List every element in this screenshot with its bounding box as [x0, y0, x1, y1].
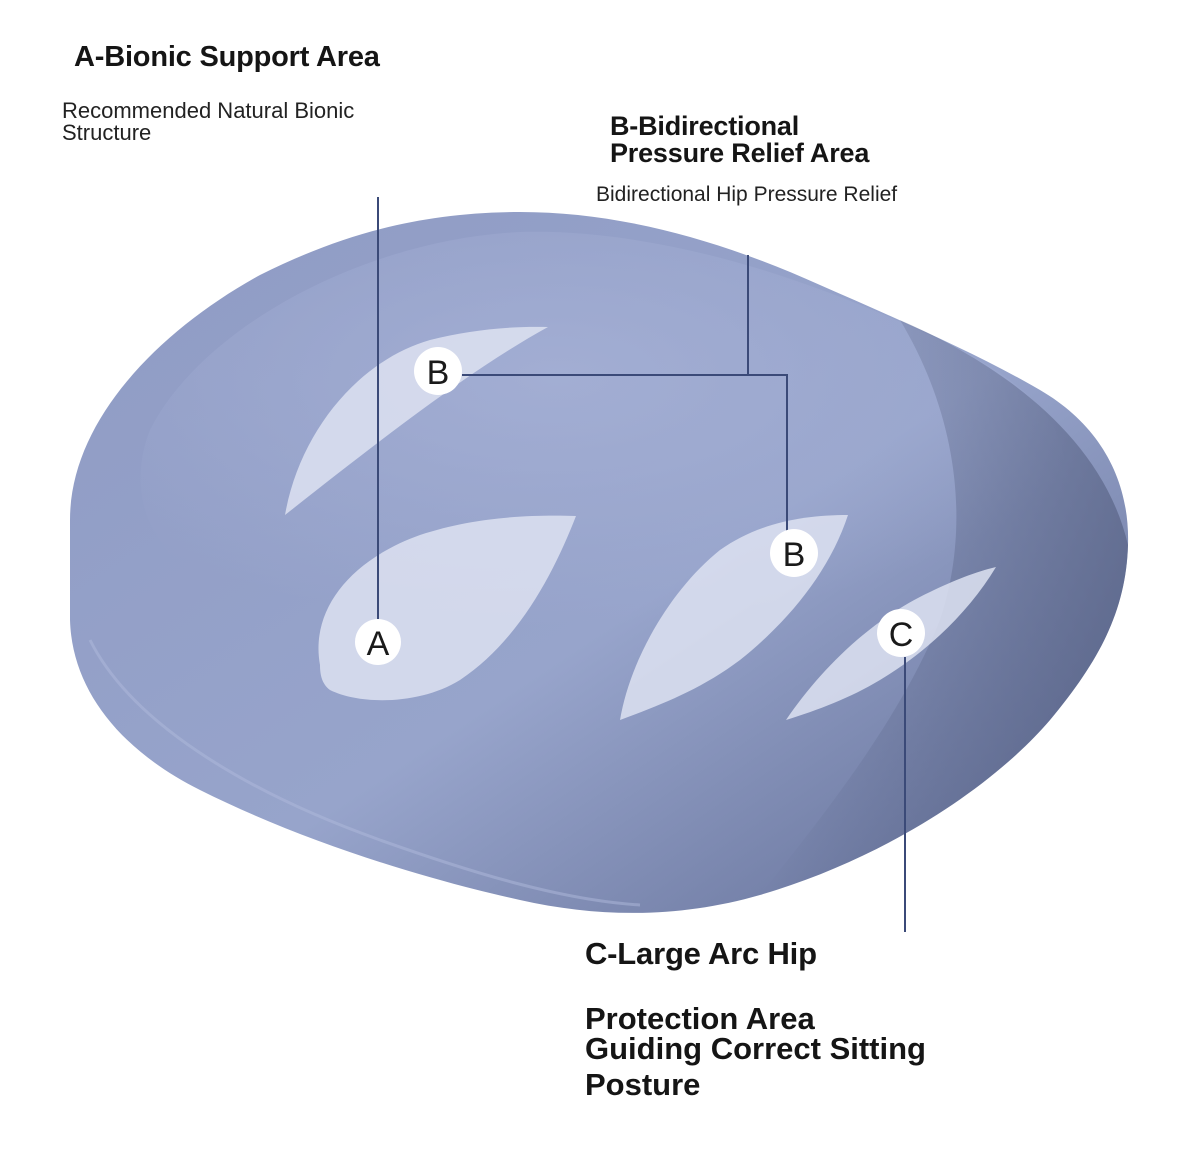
cushion-front-edge: [88, 639, 641, 907]
area-b-title-line1: B-Bidirectional: [610, 111, 800, 141]
marker-b-lower-circle: [770, 529, 818, 577]
area-a-description: Recommended Natural Bionic Structure: [62, 98, 355, 145]
marker-a: A: [355, 619, 401, 665]
area-c-description: Protection Area Guiding Correct Sitting …: [585, 1001, 985, 1105]
marker-a-circle: [355, 619, 401, 665]
area-b-label: B-Bidirectional Pressure Relief Area: [610, 113, 930, 167]
area-a-title: A-Bionic Support Area: [74, 41, 380, 73]
area-c-label: C-Large Arc Hip: [585, 935, 985, 973]
marker-c-label: C: [889, 616, 914, 654]
area-a-label: A-Bionic Support Area: [74, 40, 434, 74]
marker-b-upper-circle: [414, 347, 462, 395]
seat-cushion: [70, 212, 1129, 913]
leader-lines: [377, 197, 906, 932]
marker-b-upper-label: B: [427, 354, 450, 392]
marker-a-label: A: [367, 625, 390, 663]
area-b-title-line2: Pressure Relief Area: [610, 138, 870, 168]
area-c-title-line1: C-Large Arc Hip: [585, 936, 817, 971]
area-c-title-line2: Protection Area: [585, 1001, 815, 1036]
marker-c-circle: [877, 609, 925, 657]
leader-line-b-connector: [462, 374, 788, 533]
marker-b-lower: B: [770, 529, 818, 577]
area-b-description: Bidirectional Hip Pressure Relief: [596, 183, 898, 206]
marker-b-lower-label: B: [783, 536, 806, 574]
marker-c: C: [877, 609, 925, 657]
marker-b-upper: B: [414, 347, 462, 395]
area-c-description-line1: Guiding Correct Sitting: [585, 1031, 926, 1066]
area-c-description-line2: Posture: [585, 1067, 701, 1102]
